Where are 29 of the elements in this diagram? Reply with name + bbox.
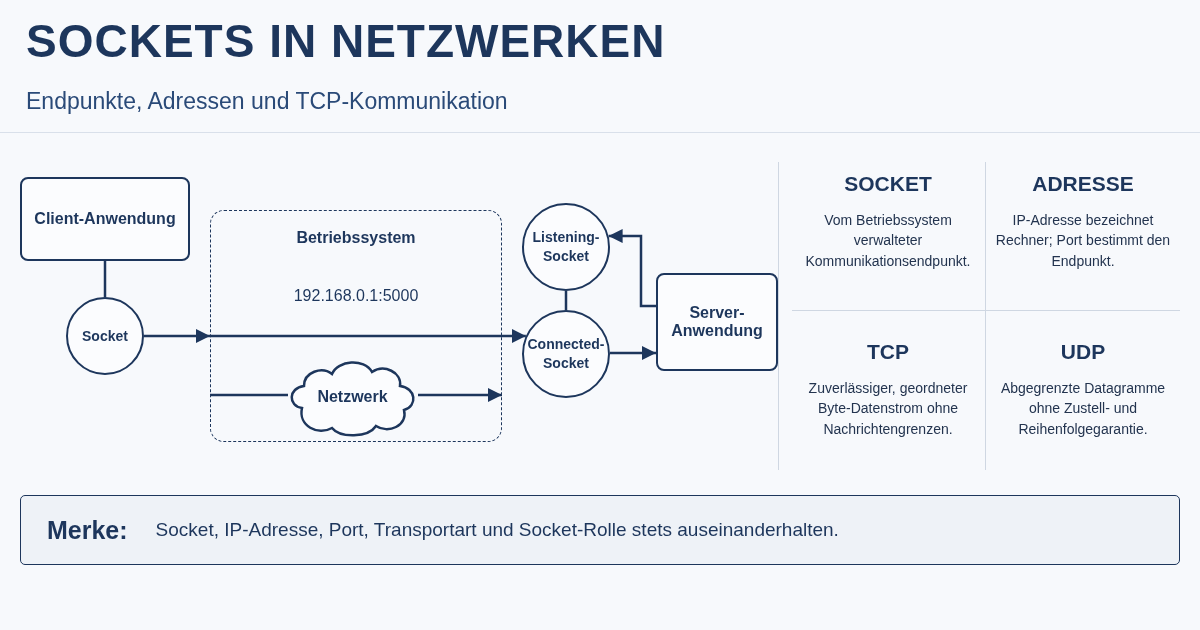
region-label: Betriebssystem: [296, 229, 416, 247]
connector-arrow: [144, 329, 210, 343]
address-label: 192.168.0.1:5000: [293, 287, 419, 305]
node-label: Server-Anwendung: [670, 304, 764, 340]
note-box: [20, 495, 1180, 565]
card-heading: SOCKET: [844, 172, 932, 196]
note-text: Socket, IP-Adresse, Port, Transportart und Socket-Rolle stets auseinanderhalten.: [155, 519, 839, 541]
note-heading: Merke:: [47, 515, 128, 545]
card-heading: TCP: [867, 340, 909, 364]
node-label: Client-Anwendung: [34, 210, 176, 228]
card-text: Abgegrenzte Datagramme ohne Zustell- und Reihenfolgegarantie.: [999, 379, 1167, 439]
node-label: Connected-Socket: [526, 335, 606, 373]
dashed-region: [210, 210, 502, 442]
connector-arrow: [210, 329, 526, 343]
card-text: Vom Betriebssystem verwalteter Kommunikationsendpunkt.: [804, 211, 972, 271]
application-box: [20, 177, 190, 261]
application-box: [656, 273, 778, 371]
card-text: IP-Adresse bezeichnet Rechner; Port bestimmt den Endpunkt.: [995, 211, 1171, 271]
node-label: Netzwerk: [317, 387, 388, 406]
node-label: Socket: [82, 326, 128, 346]
card-heading: ADRESSE: [1032, 172, 1134, 196]
card-text: Zuverlässiger, geordneter Byte-Datenstrom ohne Nachrichtengrenzen.: [807, 379, 969, 439]
connector-arrow: [418, 388, 502, 402]
card-heading: UDP: [1060, 340, 1106, 364]
node-label: Listening-Socket: [531, 228, 601, 266]
connector-arrow: [608, 229, 656, 308]
title: SOCKETS IN NETZWERKEN: [26, 14, 666, 68]
subtitle: Endpunkte, Adressen und TCP-Kommunikation: [26, 88, 508, 115]
connector-arrow: [610, 346, 656, 360]
